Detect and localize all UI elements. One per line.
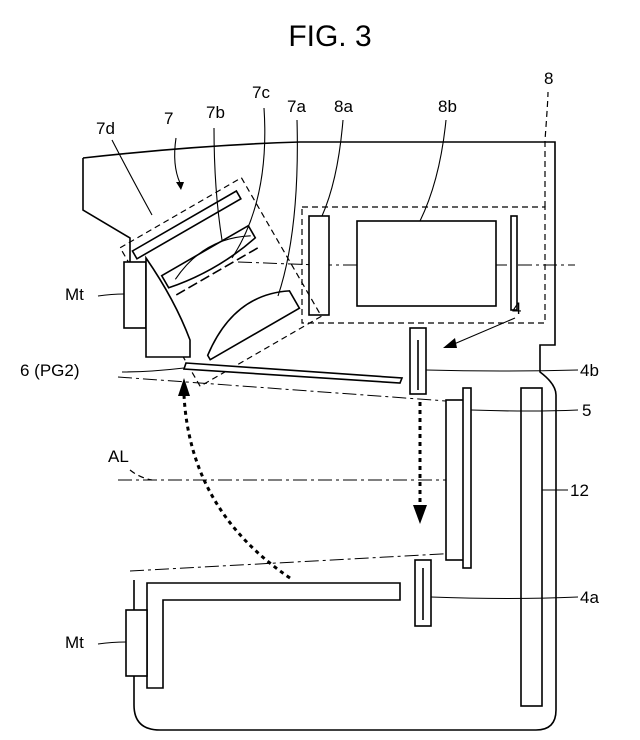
motor-mt-lower	[125, 609, 148, 677]
leader-7d	[111, 139, 153, 216]
leader-7c	[231, 107, 266, 259]
leader-8b	[419, 119, 447, 222]
label-4a: 4a	[580, 588, 599, 607]
camera-body-outline	[82, 141, 557, 731]
leader-6	[121, 367, 185, 373]
unit-8-box	[301, 206, 546, 324]
leader-4b	[425, 369, 579, 372]
element-5-inner	[462, 387, 472, 569]
label-mt-lower: Mt	[65, 633, 84, 652]
label-7c: 7c	[252, 83, 270, 102]
movement-arrow-up	[182, 394, 291, 580]
arrowhead-4	[443, 338, 457, 348]
leader-7	[174, 137, 181, 184]
element-7c	[174, 235, 251, 280]
leader-8	[544, 91, 549, 207]
leader-8a	[321, 119, 344, 217]
motor-mt-upper	[123, 261, 147, 329]
element-8b	[356, 220, 497, 307]
label-4: 4	[512, 299, 521, 318]
unit-7-group	[119, 176, 323, 388]
element-7a	[206, 290, 301, 361]
ray-upper	[117, 376, 461, 403]
leader-mt-lower	[97, 641, 127, 645]
element-12	[520, 387, 543, 707]
leader-7b	[213, 127, 223, 241]
element-8a	[308, 215, 330, 316]
element-7b	[160, 224, 257, 289]
label-7: 7	[164, 109, 173, 128]
camera-body-upper-left	[82, 158, 131, 262]
leader-4	[446, 317, 516, 348]
leader-7a	[277, 119, 298, 297]
element-7c-dashed	[175, 247, 259, 296]
leader-mt-upper	[97, 293, 125, 297]
leader-4a	[430, 596, 579, 600]
leader-5	[470, 409, 579, 412]
label-mt-upper: Mt	[65, 285, 84, 304]
leader-al	[129, 469, 153, 481]
label-5: 5	[582, 401, 591, 420]
label-8: 8	[544, 69, 553, 88]
arrowhead-7	[176, 182, 184, 190]
label-6-pg2: 6 (PG2)	[20, 361, 80, 380]
prism-block	[145, 255, 191, 358]
label-7a: 7a	[287, 97, 306, 116]
label-8a: 8a	[334, 97, 353, 116]
element-7d	[131, 189, 242, 260]
label-al: AL	[108, 447, 129, 466]
label-8b: 8b	[438, 97, 457, 116]
element-8-plate	[510, 215, 518, 311]
prism-axis	[237, 261, 319, 266]
label-7b: 7b	[206, 103, 225, 122]
lower-bracket	[146, 582, 401, 689]
element-6-pg2	[182, 362, 404, 384]
label-4b: 4b	[580, 361, 599, 380]
arrowhead-up	[178, 378, 190, 396]
label-7d: 7d	[96, 119, 115, 138]
figure-title: FIG. 3	[288, 20, 371, 53]
arrowhead-down	[413, 505, 427, 524]
label-12: 12	[570, 481, 589, 500]
ray-lower	[129, 552, 461, 572]
